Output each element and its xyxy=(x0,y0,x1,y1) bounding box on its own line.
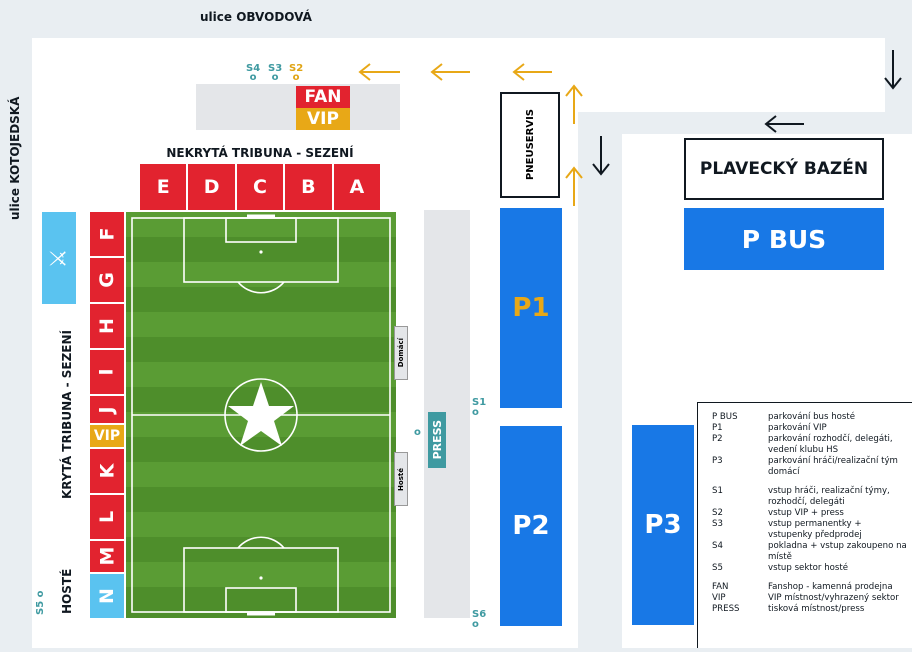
left-stand: F G H I J VIP K L M N xyxy=(90,212,124,619)
legend-key: S2 xyxy=(712,508,723,518)
football-pitch xyxy=(126,212,396,618)
sector-e: E xyxy=(140,164,187,210)
away-bench: Hosté xyxy=(394,452,408,506)
club-star-logo xyxy=(228,382,294,446)
legend-row: P3 parkování hráči/realizační tým domácí xyxy=(712,456,908,478)
top-stand-title: NEKRYTÁ TRIBUNA - SEZENÍ xyxy=(166,146,354,160)
legend-row: VIP VIP místnost/vyhrazený sektor xyxy=(712,593,908,604)
vip-room-box: VIP xyxy=(296,108,350,130)
press-entrance: o xyxy=(414,427,421,438)
legend-value: vstup sektor hosté xyxy=(768,563,849,573)
sector-vip: VIP xyxy=(90,424,124,447)
legend-value: VIP místnost/vyhrazený sektor xyxy=(768,593,899,603)
press-box: PRESS xyxy=(428,412,446,468)
legend-row: P BUS parkování bus hosté xyxy=(712,412,908,423)
away-sector-label: HOSTÉ xyxy=(60,568,74,614)
gate-s5: S5 o xyxy=(35,590,46,616)
home-bench: Domácí xyxy=(394,326,408,380)
legend-value: parkování VIP xyxy=(768,423,827,433)
pneuservis-building: PNEUSERVIS xyxy=(500,92,560,198)
legend-key: S3 xyxy=(712,519,723,529)
legend-row: S3 vstup permanentky + vstupenky předprod… xyxy=(712,519,908,541)
legend-row: PRESS tisková místnost/press xyxy=(712,604,908,615)
food-stand: ⚔ xyxy=(42,212,76,304)
parking-p3: P3 xyxy=(632,425,694,625)
gate-s6: S6 xyxy=(472,609,487,620)
legend-gap xyxy=(712,478,908,486)
legend-key: P1 xyxy=(712,423,723,433)
parking-p2: P2 xyxy=(500,426,562,626)
legend-key: FAN xyxy=(712,582,729,592)
legend-key: P BUS xyxy=(712,412,738,422)
top-stand: E D C B A xyxy=(140,164,381,210)
gate-s1: S1 xyxy=(472,397,487,408)
road-label-kotojedska: ulice KOTOJEDSKÁ xyxy=(8,96,22,220)
road-label-obvodova: ulice OBVODOVÁ xyxy=(200,10,312,24)
legend-value: parkování hráči/realizační tým domácí xyxy=(768,456,898,477)
legend-key: P2 xyxy=(712,434,723,444)
legend-value: vstup permanentky + vstupenky předprodej xyxy=(768,519,862,540)
legend-key: S1 xyxy=(712,486,723,496)
sector-g: G xyxy=(90,258,124,303)
parking-p1: P1 xyxy=(500,208,562,408)
legend-value: parkování rozhodčí, delegáti, vedení klu… xyxy=(768,434,893,455)
legend-row: S1 vstup hráči, realizační týmy, rozhodčí… xyxy=(712,486,908,508)
sector-k: K xyxy=(90,448,124,493)
sector-m: M xyxy=(90,541,124,572)
legend-row: S2 vstup VIP + press xyxy=(712,508,908,519)
cutlery-icon: ⚔ xyxy=(46,248,72,268)
sector-i: I xyxy=(90,350,124,395)
legend-key: S5 xyxy=(712,563,723,573)
sector-l: L xyxy=(90,494,124,540)
legend-key: PRESS xyxy=(712,604,740,614)
legend-value: vstup VIP + press xyxy=(768,508,844,518)
legend-row: FAN Fanshop - kamenná prodejna xyxy=(712,582,908,593)
sector-f: F xyxy=(90,212,124,257)
legend-row: S4 pokladna + vstup zakoupeno na místě xyxy=(712,541,908,563)
swimming-pool: PLAVECKÝ BAZÉN xyxy=(684,138,884,200)
sector-d: D xyxy=(188,164,235,210)
parking-p-bus: P BUS xyxy=(684,208,884,270)
sector-j: J xyxy=(90,396,124,423)
legend-key: VIP xyxy=(712,593,726,603)
legend-gap xyxy=(712,574,908,582)
sector-c: C xyxy=(236,164,284,210)
legend-value: Fanshop - kamenná prodejna xyxy=(768,582,893,592)
gate-s1-dot: o xyxy=(472,407,479,418)
legend-value: vstup hráči, realizační týmy, rozhodčí, … xyxy=(768,486,890,507)
gate-s6-dot: o xyxy=(472,619,479,630)
legend-value: tisková místnost/press xyxy=(768,604,865,614)
legend-row: P1 parkování VIP xyxy=(712,423,908,434)
sector-n: N xyxy=(90,573,124,619)
legend-key: S4 xyxy=(712,541,723,551)
fanshop-box: FAN xyxy=(296,86,350,108)
sector-b: B xyxy=(285,164,332,210)
upper-road-strip xyxy=(578,38,885,112)
sector-a: A xyxy=(333,164,381,210)
legend-value: pokladna + vstup zakoupeno na místě xyxy=(768,541,907,562)
legend-row: S5 vstup sektor hosté xyxy=(712,563,908,574)
sector-h: H xyxy=(90,304,124,349)
legend-key: P3 xyxy=(712,456,723,466)
left-stand-title: KRYTÁ TRIBUNA - SEZENÍ xyxy=(60,330,74,500)
pitch-graphic xyxy=(126,212,396,618)
legend-row: P2 parkování rozhodčí, delegáti, vedení k… xyxy=(712,434,908,456)
legend-value: parkování bus hosté xyxy=(768,412,856,422)
